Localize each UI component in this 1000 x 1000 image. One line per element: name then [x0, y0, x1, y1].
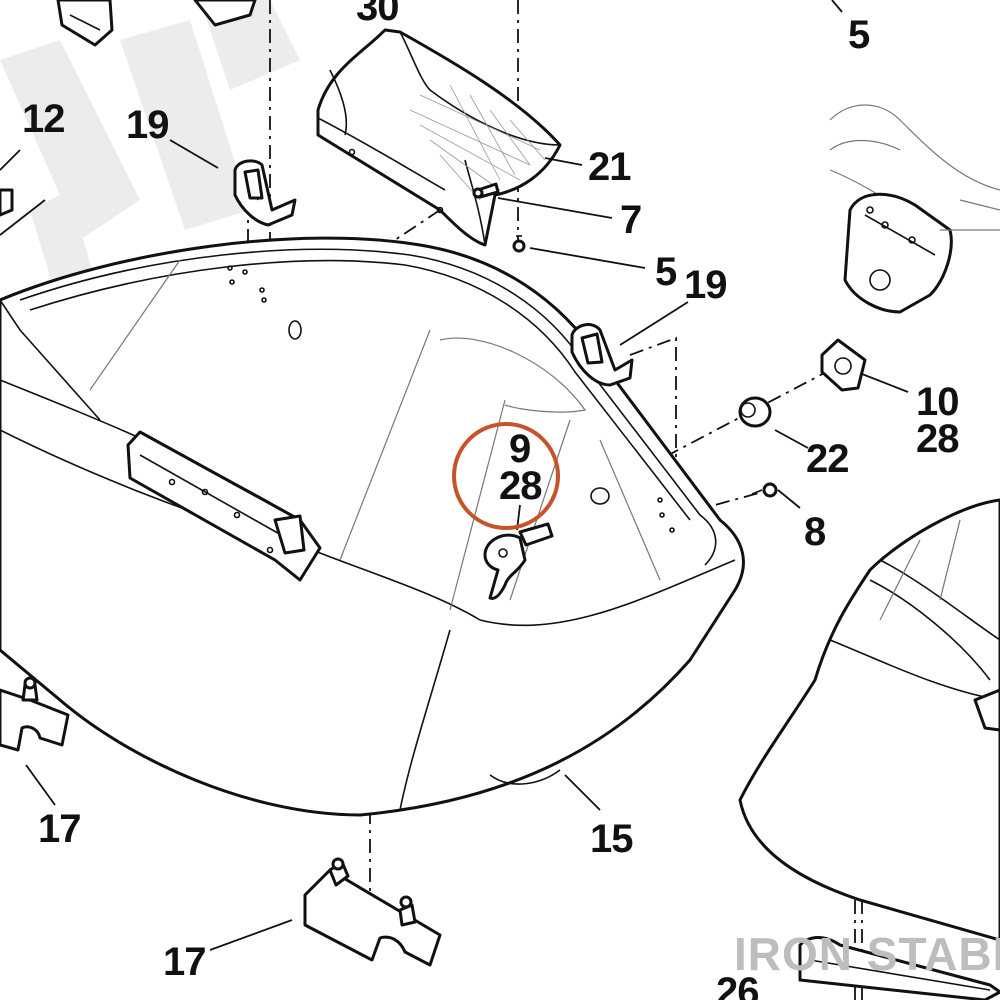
grommet-22	[738, 396, 772, 428]
clamp-17-bottom	[303, 857, 442, 967]
callout-12: 12	[22, 97, 65, 141]
callout-9: 9	[509, 427, 530, 471]
watermark-text: IRON STABLE	[734, 928, 1000, 980]
screw-8	[751, 482, 778, 498]
callout-28-right: 28	[916, 417, 959, 461]
callout-19-right: 19	[684, 263, 727, 307]
callout-19-left: 19	[126, 103, 169, 147]
callout-8: 8	[804, 510, 826, 554]
plate-26	[798, 936, 1000, 1000]
frame-mount-bracket	[829, 104, 1000, 314]
hinge-cover	[316, 28, 562, 247]
latch-handle	[483, 522, 554, 600]
bracket-19-right	[570, 323, 634, 387]
callout-21: 21	[588, 145, 631, 189]
bracket-19-left	[233, 159, 297, 227]
callout-22: 22	[806, 437, 849, 481]
callout-30: 30	[356, 0, 399, 29]
leader-lines	[0, 0, 909, 951]
saddlebag-right	[738, 498, 1000, 942]
saddlebag-left	[0, 236, 745, 817]
nut-10	[820, 338, 867, 392]
bracket-fragment-top-left	[0, 0, 257, 217]
highlight-circle	[452, 422, 560, 530]
latch-plate	[126, 430, 322, 582]
callout-10: 10	[916, 380, 959, 424]
callout-labels: 30 5 12 19 21 7 5 19 10 28 22 9 28 8 17 …	[22, 0, 960, 1000]
callout-17-left: 17	[38, 807, 81, 851]
callout-28-center: 28	[499, 464, 542, 508]
callout-15: 15	[590, 817, 633, 861]
callout-5-mid: 5	[655, 250, 677, 294]
screw-5	[512, 235, 526, 253]
screw-7	[472, 182, 500, 199]
callout-7: 7	[620, 198, 641, 242]
callout-26: 26	[716, 970, 759, 1000]
clamp-17-left	[0, 676, 70, 752]
callout-17-bottom: 17	[163, 940, 206, 984]
callout-5-top: 5	[848, 13, 870, 57]
